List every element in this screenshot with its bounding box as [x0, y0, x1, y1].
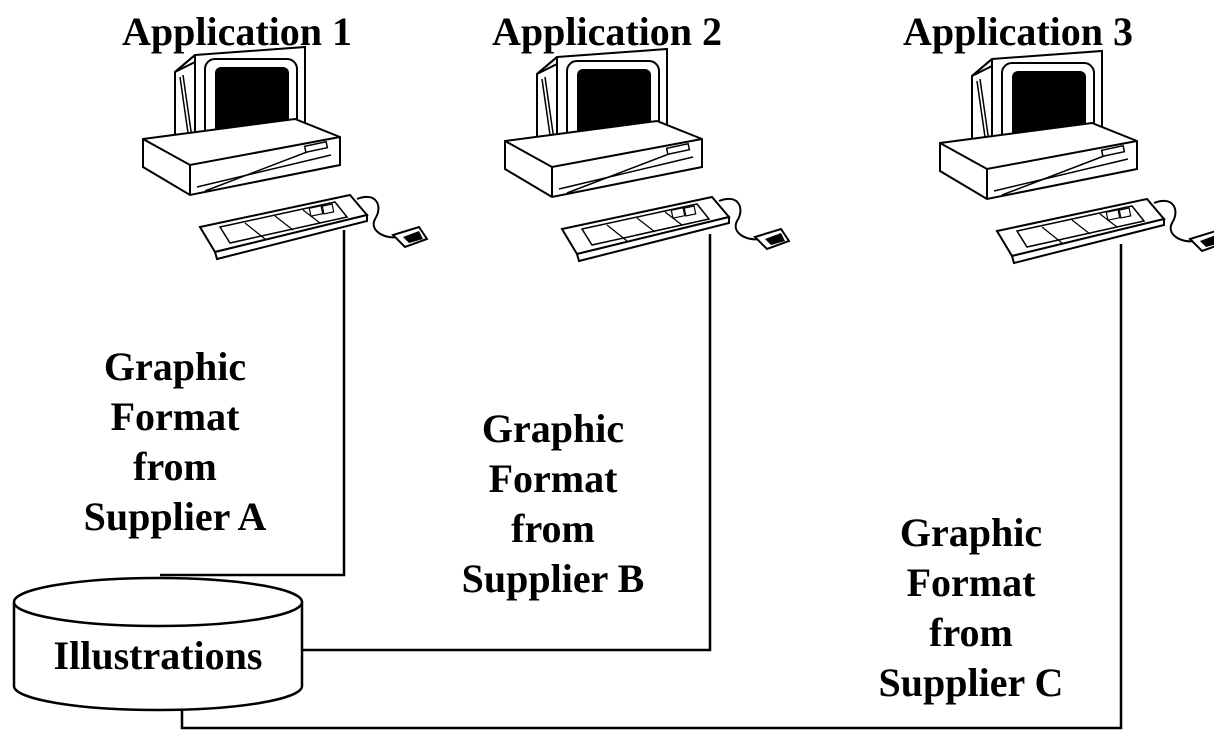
- connector-line-c: [180, 244, 1123, 730]
- connector-line-b: [302, 234, 712, 652]
- database-icon: [12, 576, 304, 712]
- format-label-supplier-c: Graphic Format from Supplier C: [836, 508, 1106, 708]
- format-line: Graphic: [899, 510, 1043, 555]
- computer-icon: [142, 46, 428, 260]
- format-line: Format: [488, 456, 618, 501]
- format-line: Graphic: [481, 406, 625, 451]
- format-line: Supplier B: [461, 556, 645, 601]
- application-2-title: Application 2: [492, 9, 723, 54]
- format-line: from: [929, 610, 1013, 655]
- application-3-title: Application 3: [903, 9, 1134, 54]
- computer-icon: [939, 50, 1214, 264]
- format-label-supplier-a: Graphic Format from Supplier A: [40, 342, 310, 542]
- format-line: Format: [110, 394, 240, 439]
- format-line: Supplier C: [878, 660, 1064, 705]
- format-line: from: [511, 506, 595, 551]
- computer-icon: [504, 48, 790, 262]
- format-label-supplier-b: Graphic Format from Supplier B: [418, 404, 688, 604]
- database-label: Illustrations: [53, 633, 263, 678]
- format-line: from: [133, 444, 217, 489]
- format-line: Supplier A: [83, 494, 267, 539]
- format-line: Graphic: [103, 344, 247, 389]
- format-line: Format: [906, 560, 1036, 605]
- application-1-title: Application 1: [122, 9, 353, 54]
- connector-line-a: [160, 230, 346, 577]
